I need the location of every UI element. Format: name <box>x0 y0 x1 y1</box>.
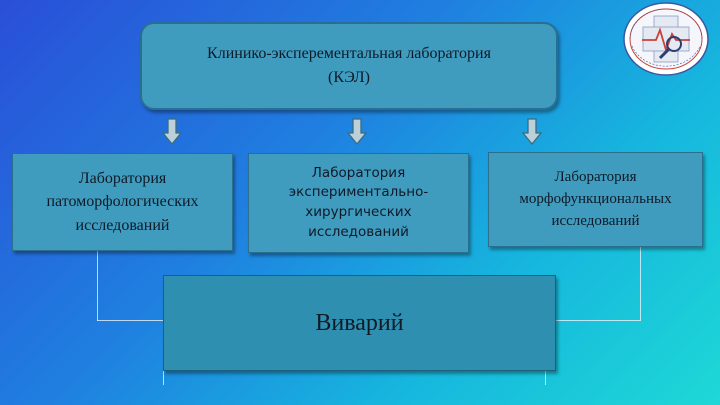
lab-box-line: морфофункциональных <box>519 190 672 207</box>
connector-line-center-vertical <box>163 371 164 385</box>
institution-logo-icon <box>623 2 709 76</box>
lab-box-line: Лаборатория <box>311 164 406 181</box>
connector-line-right-vertical <box>640 247 641 320</box>
top-box-abbreviation: (КЭЛ) <box>328 69 370 86</box>
connector-line-left-horizontal <box>97 320 163 321</box>
lab-box-morphofunctional: Лаборатория морфофункциональных исследов… <box>488 152 703 247</box>
lab-box-line: Лаборатория <box>554 169 637 185</box>
connector-line-right-horizontal <box>556 320 641 321</box>
connector-line-right-bottom <box>545 371 546 385</box>
lab-box-pathomorphology: Лаборатория патоморфологических исследов… <box>12 153 233 251</box>
connector-line-left-vertical <box>97 251 98 321</box>
top-box-kel: Клинико-эксперементальная лаборатория (К… <box>140 22 558 110</box>
top-box-title: Клинико-эксперементальная лаборатория <box>207 45 491 62</box>
lab-box-line: Лаборатория <box>78 170 167 188</box>
down-arrow-icon <box>162 118 182 146</box>
lab-box-line: экспериментально- <box>288 184 429 201</box>
down-arrow-icon <box>522 118 542 146</box>
lab-box-line: патоморфологических <box>46 193 199 211</box>
lab-box-line: исследований <box>75 216 170 234</box>
vivarium-box: Виварий <box>163 275 556 371</box>
lab-box-line: исследований <box>308 223 409 240</box>
down-arrow-icon <box>347 118 367 146</box>
lab-box-line: исследований <box>551 212 640 229</box>
lab-box-line: хирургических <box>305 204 412 220</box>
lab-box-experimental-surgical: Лаборатория экспериментально- хирургичес… <box>248 153 469 253</box>
vivarium-label: Виварий <box>315 309 404 336</box>
